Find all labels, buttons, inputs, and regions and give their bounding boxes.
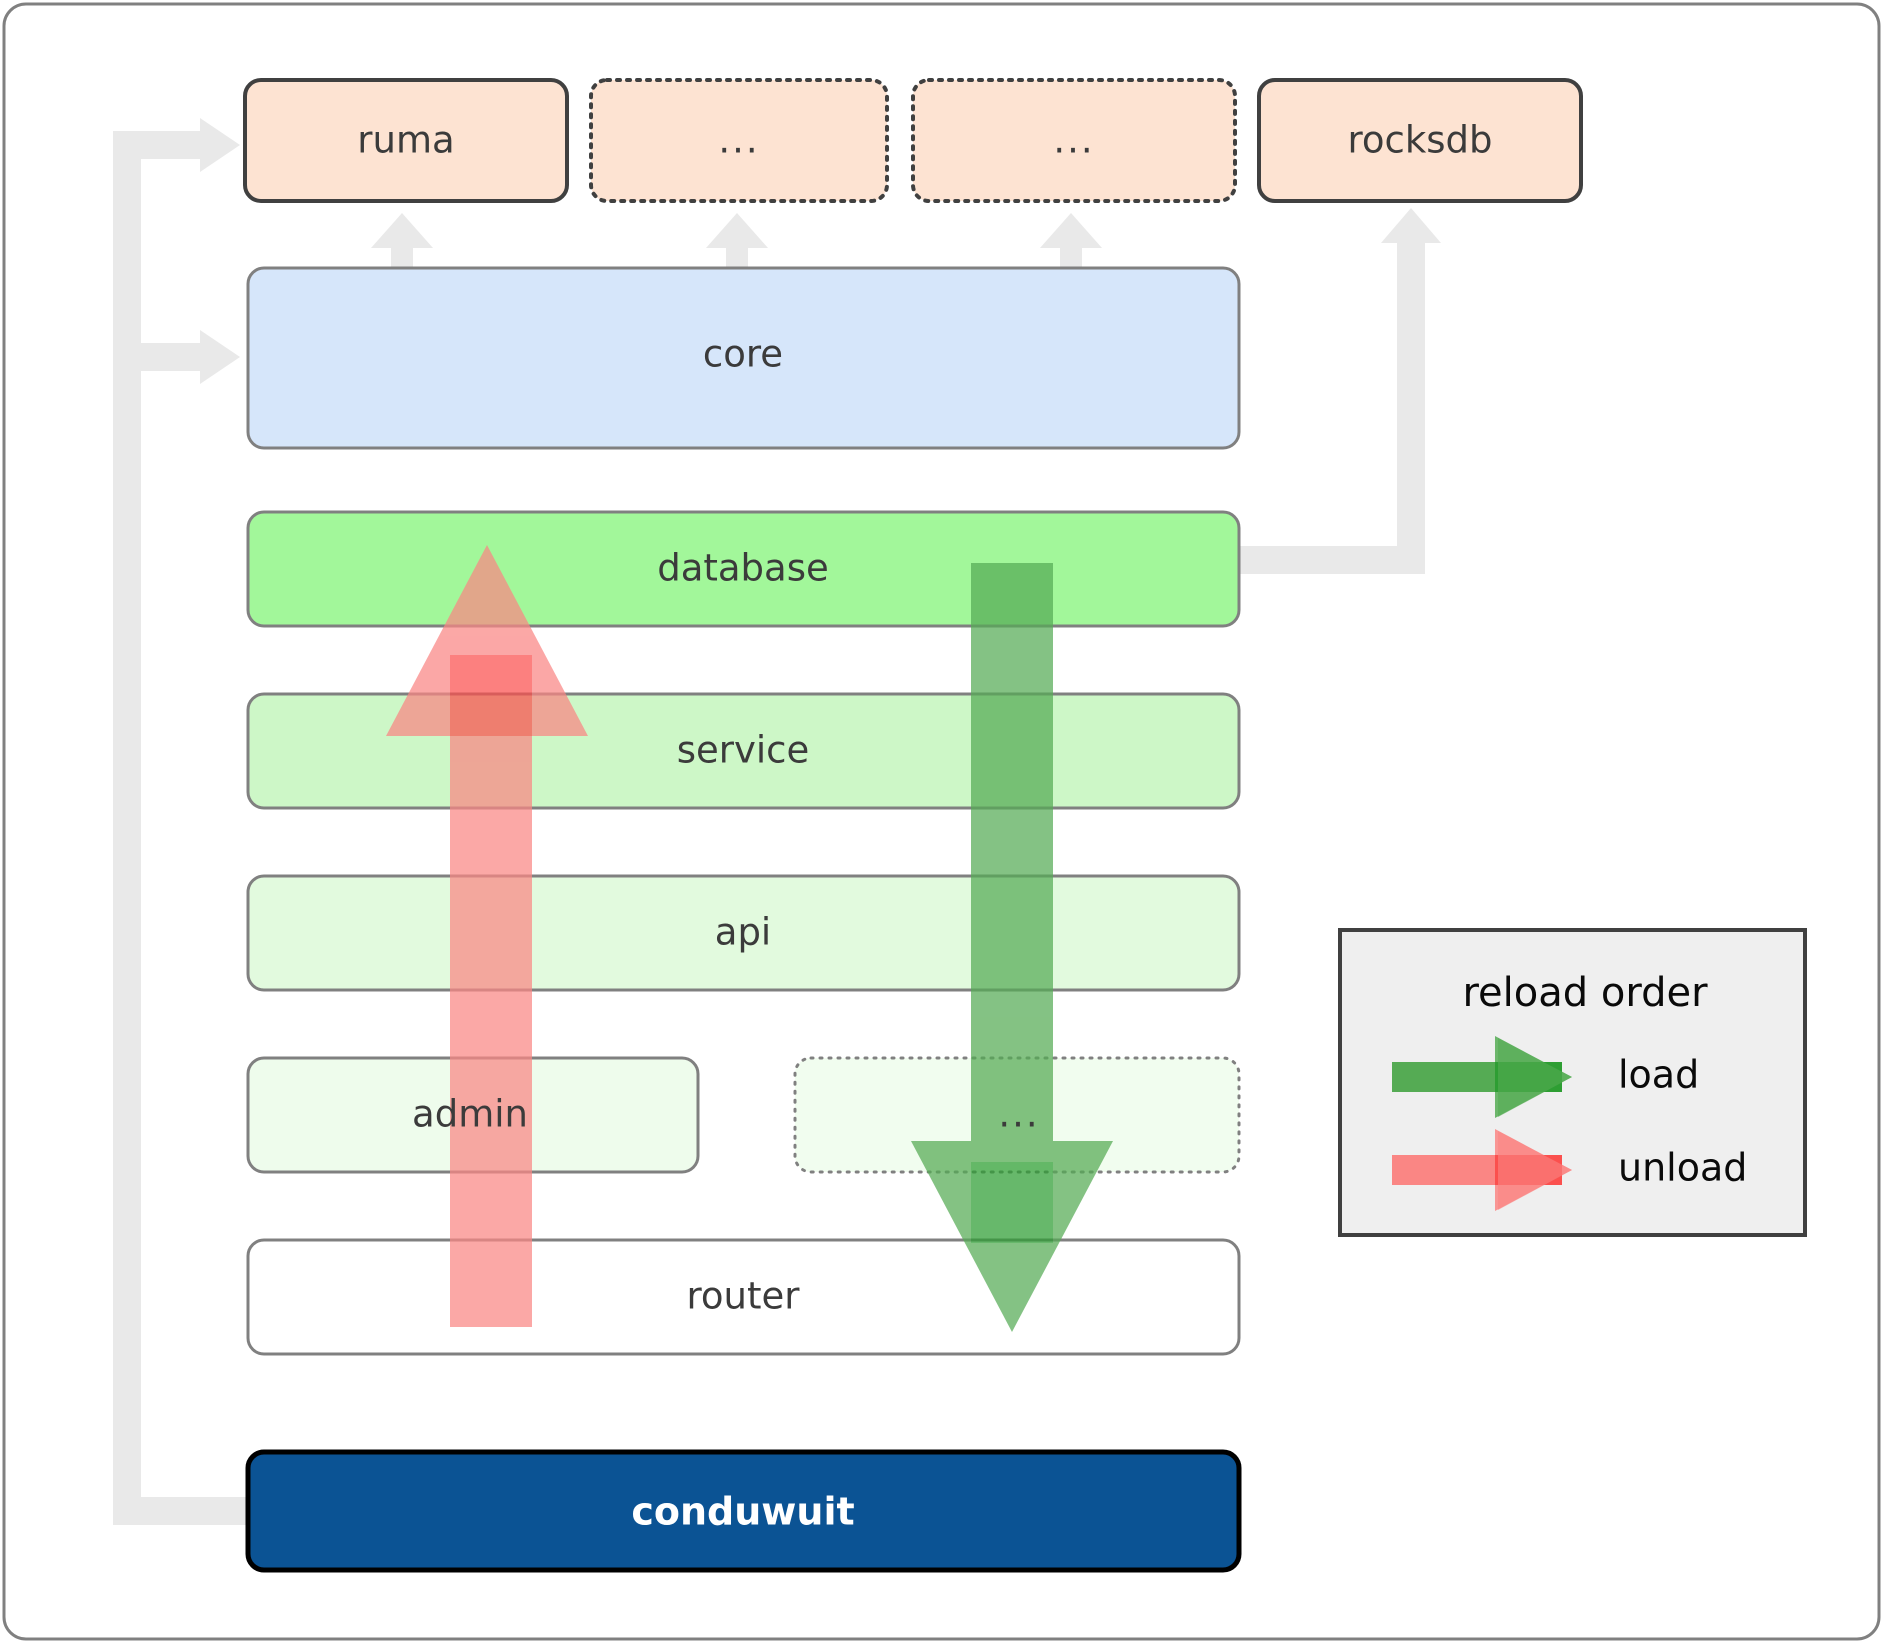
connector-database-to-rocksdb (1225, 208, 1441, 574)
legend-load-label: load (1618, 1053, 1699, 1097)
layer-box-ellipsis-label: ... (998, 1093, 1039, 1136)
external-box-rocksdb-label: rocksdb (1347, 119, 1492, 162)
layer-box-service-label: service (677, 729, 810, 772)
load-arrow (911, 563, 1113, 1332)
external-box-ellipsis-1-label: ... (718, 119, 759, 162)
external-box-ruma-label: ruma (357, 119, 454, 162)
binary-box-conduwuit[interactable]: conduwuit (245, 1449, 1242, 1573)
layer-box-admin-label: admin (412, 1093, 528, 1136)
legend-title: reload order (1462, 970, 1708, 1016)
external-box-ellipsis-2[interactable]: ... (911, 78, 1237, 203)
connector-conduwuit-to-deps (113, 118, 248, 1525)
legend-load-arrow-icon (1392, 1036, 1572, 1118)
layer-box-database-label: database (657, 547, 829, 590)
legend-unload-label: unload (1618, 1146, 1747, 1190)
layer-box-router-label: router (687, 1275, 801, 1318)
binary-box-conduwuit-label: conduwuit (631, 1490, 854, 1534)
external-box-rocksdb[interactable]: rocksdb (1257, 78, 1583, 203)
layer-box-core-label: core (703, 333, 783, 376)
external-box-ruma[interactable]: ruma (243, 78, 569, 203)
layer-box-core[interactable]: core (246, 266, 1241, 450)
unload-arrow (386, 545, 588, 1327)
external-box-ellipsis-2-label: ... (1053, 119, 1094, 162)
layer-box-api-label: api (715, 911, 771, 954)
external-box-ellipsis-1[interactable]: ... (589, 78, 889, 203)
legend-panel: reload order load unload (1338, 928, 1807, 1237)
legend-unload-arrow-icon (1392, 1129, 1572, 1211)
